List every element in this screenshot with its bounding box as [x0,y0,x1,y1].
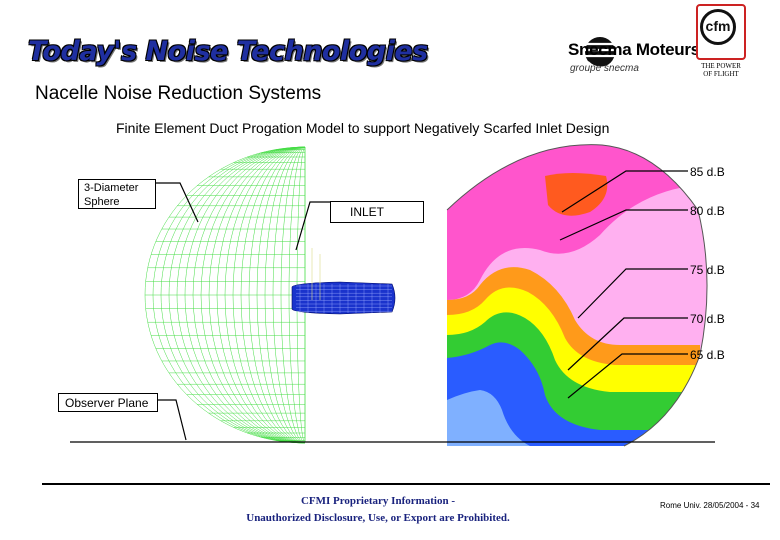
sphere-callout-line1: 3-Diameter [84,182,139,194]
cfm-tagline-line1: THE POWER [701,62,741,70]
leader-75 [577,268,688,319]
level-label-70: 70 d.B [690,312,725,326]
slide-title: Nacelle Noise Reduction Systems [35,83,322,104]
leader-85 [561,170,688,213]
level-label-75: 75 d.B [690,263,725,277]
partner-name: Snecma Moteurs [568,40,700,59]
inlet-mesh [291,248,396,315]
cfm-logo-text: cfm [705,18,731,34]
proprietary-notice: CFMI Proprietary Information - Unauthori… [228,493,528,527]
footer-divider [42,483,770,485]
footer-reference: Rome Univ. 28/05/2004 - 34 [660,501,760,510]
observer-plane-callout: Observer Plane [58,393,158,412]
contour-hemisphere-outline [446,144,708,447]
level-label-85: 85 d.B [690,165,725,179]
contour-band-magenta [447,144,700,300]
contour-band-light-blue [447,390,530,446]
leader-70 [567,317,688,371]
sphere-callout-line2: Sphere [84,196,120,208]
contour-band-blue [447,342,700,446]
level-label-65: 65 d.B [690,348,725,362]
sphere-callout: 3-Diameter Sphere [78,179,156,209]
noise-contour-plot [447,144,708,446]
inlet-callout: INLET [330,201,424,223]
proprietary-notice-line1: CFMI Proprietary Information - [300,495,456,507]
banner-title: Today's Noise Technologies [28,36,428,67]
slide-subtitle: Finite Element Duct Progation Model to s… [116,120,610,136]
leader-lines [156,170,688,441]
partner-tagline: groupe snecma [570,63,639,74]
observer-leader [158,399,187,441]
inlet-leader [295,201,330,251]
level-label-80: 80 d.B [690,204,725,218]
snecma-logo-icon [580,37,620,69]
sphere-mesh [144,146,306,444]
proprietary-notice-line2: Unauthorized Disclosure, Use, or Export … [246,512,510,524]
contour-band-orange-red [545,173,608,216]
cfm-tagline-line2: OF FLIGHT [703,70,739,78]
leader-65 [567,353,688,399]
cfm-logo-icon [700,9,736,45]
leader-80 [559,209,688,241]
sphere-leader [156,182,199,223]
